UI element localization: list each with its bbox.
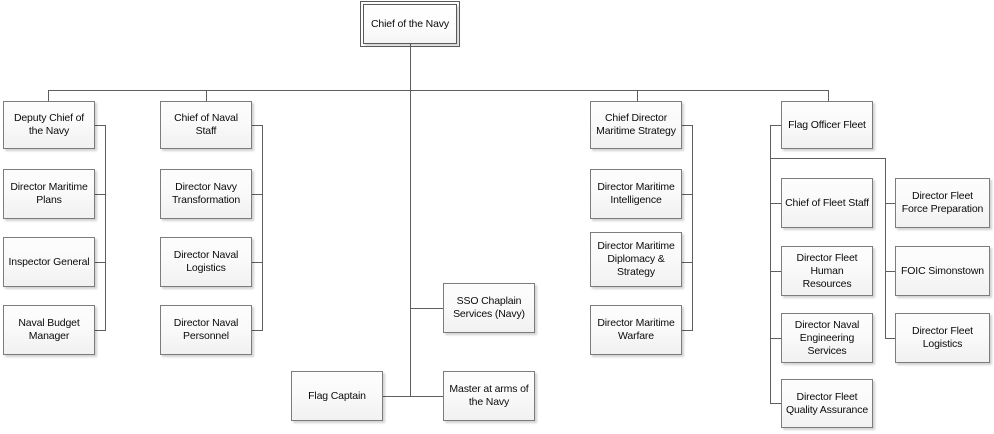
connector-bus-to-deputy-chief	[48, 90, 49, 101]
node-director-naval-personnel[interactable]: Director Naval Personnel	[160, 305, 252, 355]
connector-central-to-flag-captain	[383, 396, 411, 397]
connector-bus-to-flag-officer-fleet	[828, 90, 829, 101]
connector-fleet-right-stub-1	[885, 271, 895, 272]
node-label: Director Fleet Logistics	[912, 325, 973, 350]
node-flag-officer-fleet[interactable]: Flag Officer Fleet	[781, 101, 873, 149]
connector-bus-to-chief-naval-staff	[206, 90, 207, 101]
node-director-fleet-force-preparation[interactable]: Director Fleet Force Preparation	[895, 178, 990, 228]
connector-fleet-right-stub-2	[885, 338, 895, 339]
node-director-naval-logistics[interactable]: Director Naval Logistics	[160, 237, 252, 287]
node-label: Flag Officer Fleet	[788, 118, 866, 131]
connector-maritime-strategy-stub-1	[682, 194, 693, 195]
node-director-maritime-plans[interactable]: Director Maritime Plans	[3, 169, 95, 219]
connector-fleet-left-stub-4	[770, 403, 781, 404]
connector-deputy-chief-stub-1	[95, 194, 106, 195]
node-chief-director-maritime-strategy[interactable]: Chief Director Maritime Strategy	[590, 101, 682, 149]
node-label: Director Maritime Plans	[10, 181, 88, 206]
node-label: Deputy Chief of the Navy	[13, 112, 85, 137]
node-director-maritime-intelligence[interactable]: Director Maritime Intelligence	[590, 169, 682, 219]
node-sso-chaplain-services-navy[interactable]: SSO Chaplain Services (Navy)	[443, 283, 535, 333]
node-label: Chief Director Maritime Strategy	[596, 112, 676, 137]
node-label: Flag Captain	[308, 389, 366, 402]
node-foic-simonstown[interactable]: FOIC Simonstown	[895, 246, 990, 296]
connector-naval-staff-spine	[262, 125, 263, 330]
node-label: Director Fleet Quality Assurance	[785, 390, 869, 416]
connector-fleet-left-spine	[770, 125, 771, 403]
node-label: Director Naval Personnel	[173, 317, 239, 342]
connector-fleet-left-stub-0	[770, 125, 781, 126]
node-director-maritime-warfare[interactable]: Director Maritime Warfare	[590, 305, 682, 355]
node-label: Master at arms of the Navy	[449, 383, 529, 408]
connector-naval-staff-stub-0	[252, 125, 263, 126]
connector-fleet-right-bridge	[770, 158, 886, 159]
node-label: Director Fleet Force Preparation	[901, 190, 984, 215]
connector-fleet-left-stub-1	[770, 203, 781, 204]
node-master-at-arms-of-the-navy[interactable]: Master at arms of the Navy	[443, 371, 535, 421]
node-label: Director Naval Engineering Services	[794, 318, 860, 357]
connector-maritime-strategy-stub-0	[682, 125, 693, 126]
node-label: Chief of the Navy	[371, 17, 449, 30]
connector-deputy-chief-spine	[105, 125, 106, 330]
node-director-maritime-diplomacy-strategy[interactable]: Director Maritime Diplomacy & Strategy	[590, 232, 682, 287]
node-deputy-chief-of-the-navy[interactable]: Deputy Chief of the Navy	[3, 101, 95, 149]
connector-maritime-strategy-spine	[692, 125, 693, 330]
node-label: Chief of Naval Staff	[174, 112, 238, 137]
node-flag-captain[interactable]: Flag Captain	[291, 371, 383, 421]
node-label: Naval Budget Manager	[18, 317, 80, 342]
connector-deputy-chief-stub-2	[95, 262, 106, 263]
connector-central-to-master-at-arms	[410, 396, 443, 397]
connector-naval-staff-stub-3	[252, 330, 263, 331]
node-label: Inspector General	[8, 255, 90, 268]
connector-deputy-chief-stub-0	[95, 125, 106, 126]
node-naval-budget-manager[interactable]: Naval Budget Manager	[3, 305, 95, 355]
connector-fleet-left-stub-2	[770, 271, 781, 272]
node-inspector-general[interactable]: Inspector General	[3, 237, 95, 287]
node-label: Director Naval Logistics	[173, 249, 239, 274]
connector-fleet-right-spine	[885, 158, 886, 338]
node-label: SSO Chaplain Services (Navy)	[453, 295, 525, 320]
connector-fleet-left-stub-3	[770, 338, 781, 339]
node-director-naval-engineering-services[interactable]: Director Naval Engineering Services	[781, 313, 873, 363]
node-label: Director Maritime Warfare	[597, 317, 675, 342]
node-chief-of-fleet-staff[interactable]: Chief of Fleet Staff	[781, 178, 873, 228]
connector-bus-to-chief-director-maritime-strategy	[637, 90, 638, 101]
node-director-fleet-logistics[interactable]: Director Fleet Logistics	[895, 313, 990, 363]
node-label: Director Navy Transformation	[171, 181, 241, 206]
node-director-fleet-human-resources[interactable]: Director Fleet Human Resources	[781, 246, 873, 296]
connector-maritime-strategy-stub-3	[682, 330, 693, 331]
node-label: Director Maritime Intelligence	[597, 181, 675, 206]
node-label: Chief of Fleet Staff	[785, 196, 869, 209]
connector-root-stem	[410, 44, 411, 91]
node-label: Director Fleet Human Resources	[796, 251, 858, 290]
connector-naval-staff-stub-1	[252, 194, 263, 195]
connector-central-spine	[410, 90, 411, 397]
node-director-fleet-quality-assurance[interactable]: Director Fleet Quality Assurance	[781, 379, 873, 428]
node-chief-of-naval-staff[interactable]: Chief of Naval Staff	[160, 101, 252, 149]
node-label: Director Maritime Diplomacy & Strategy	[597, 240, 675, 278]
connector-central-to-sso-chaplain	[410, 308, 443, 309]
node-director-navy-transformation[interactable]: Director Navy Transformation	[160, 169, 252, 219]
connector-main-bus	[48, 90, 829, 91]
connector-maritime-strategy-stub-2	[682, 262, 693, 263]
connector-deputy-chief-stub-3	[95, 330, 106, 331]
node-label: FOIC Simonstown	[901, 264, 984, 277]
connector-naval-staff-stub-2	[252, 262, 263, 263]
connector-fleet-right-stub-0	[885, 203, 895, 204]
node-chief-of-the-navy[interactable]: Chief of the Navy	[360, 1, 460, 47]
